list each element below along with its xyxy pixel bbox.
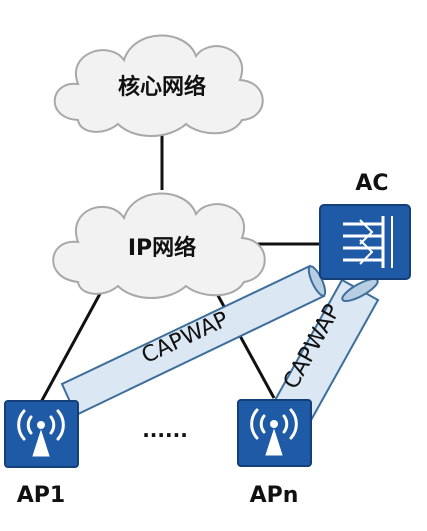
ac-device: AC xyxy=(319,171,411,280)
apn-device: APn xyxy=(237,399,312,508)
ip-network-cloud: IP网络 xyxy=(52,192,266,299)
capwap-tunnel-apn: CAPWAP xyxy=(272,277,380,424)
core-network-label: 核心网络 xyxy=(118,74,206,100)
core-network-cloud: 核心网络 xyxy=(53,34,264,137)
wireless-ap-icon xyxy=(17,409,65,457)
ellipsis: ...... xyxy=(142,418,188,442)
ac-controller-icon xyxy=(343,216,393,268)
wireless-ap-icon xyxy=(250,408,298,456)
ap1-label: AP1 xyxy=(17,483,65,508)
apn-label: APn xyxy=(250,483,299,508)
link-ip-to-ap1 xyxy=(38,289,104,405)
ac-label: AC xyxy=(355,171,388,196)
ip-network-label: IP网络 xyxy=(128,235,196,261)
ap1-device: AP1 xyxy=(4,400,79,508)
